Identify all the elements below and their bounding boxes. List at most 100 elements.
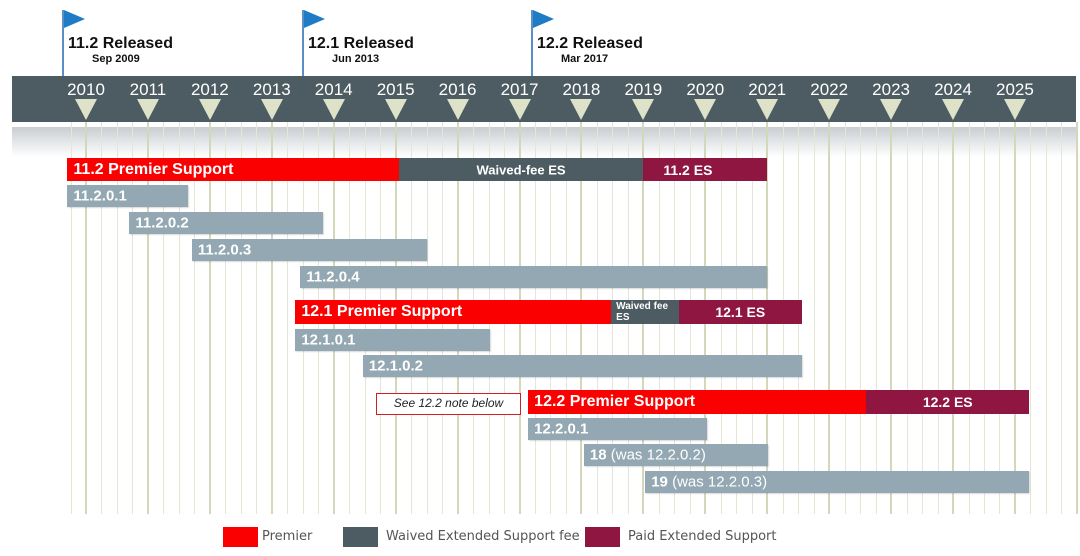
year-tick-label: 2014 <box>314 80 353 99</box>
release-flag-icon <box>64 10 85 28</box>
bar-label: Waived fee ES <box>616 301 678 323</box>
major-grid-line <box>828 122 831 514</box>
tick-marker-triangle-icon <box>322 99 345 120</box>
year-tick-label: 2022 <box>810 80 849 99</box>
bar-patch: 12.1.0.1 <box>295 329 490 351</box>
bar-label-main: 11.2.0.4 <box>306 268 360 286</box>
bar-label: 12.1.0.1 <box>301 332 355 349</box>
legend-label: Premier <box>262 529 313 544</box>
bar-label-sub: (was 12.2.0.3) <box>667 473 768 491</box>
bar-patch: 12.1.0.2 <box>362 355 802 377</box>
bar-label: 12.2 Premier Support <box>534 393 695 411</box>
tick-marker-triangle-icon <box>818 99 841 120</box>
bar-label: 11.2.0.4 <box>306 269 359 286</box>
major-grid-line <box>208 122 211 514</box>
bar-label-main: 11.2 Premier Support <box>73 160 234 178</box>
year-tick-label: 2013 <box>252 80 291 99</box>
minor-grid-line <box>860 122 862 514</box>
bar-label-main: 11.2 ES <box>663 161 713 178</box>
minor-grid-line <box>922 122 924 514</box>
tick-marker-triangle-icon <box>198 99 221 120</box>
bar-label: 12.1 Premier Support <box>301 303 462 321</box>
bar-patch: 11.2.0.2 <box>129 212 324 234</box>
major-grid-line <box>1013 122 1016 514</box>
legend-swatch <box>223 527 258 547</box>
minor-grid-line <box>178 122 180 514</box>
bar-label-main: 11.2.0.2 <box>135 214 189 232</box>
bar-label: 11.2.0.3 <box>198 242 251 259</box>
bar-label-main: 11.2.0.3 <box>197 241 252 259</box>
bar-label: Waived-fee ES <box>399 162 644 177</box>
bar-patch: 19 (was 12.2.0.3) <box>645 471 1030 493</box>
bar-premier: 12.1 Premier Support <box>295 300 612 324</box>
minor-grid-line <box>844 122 846 514</box>
legend-swatch <box>343 527 378 547</box>
year-tick-label: 2023 <box>872 80 910 99</box>
tick-marker-triangle-icon <box>942 99 965 120</box>
minor-grid-line <box>1061 122 1063 514</box>
minor-grid-line <box>240 122 242 514</box>
bar-label-main: 12.2 ES <box>922 394 973 410</box>
bar-paid: 12.1 ES <box>678 300 802 324</box>
year-tick-label: 2010 <box>67 80 105 99</box>
bar-label-main: Waived-fee ES <box>476 162 566 177</box>
major-grid-line <box>1075 122 1078 514</box>
release-title: 12.2 Released <box>537 35 643 52</box>
bar-label-main: 12.1 Premier Support <box>301 303 463 320</box>
release-title: 11.2 Released <box>68 35 173 52</box>
year-tick-label: 2025 <box>996 80 1034 99</box>
legend-swatch <box>585 527 620 547</box>
bar-patch: 11.2.0.1 <box>67 185 189 207</box>
axis-shadow <box>12 127 1076 157</box>
year-tick-label: 2024 <box>934 80 972 99</box>
tick-marker-triangle-icon <box>632 99 655 120</box>
bar-label: 12.2 ES <box>866 394 1029 410</box>
bar-patch: 11.2.0.3 <box>191 239 427 261</box>
year-tick-label: 2017 <box>500 80 539 99</box>
minor-grid-line <box>101 122 103 514</box>
year-tick-label: 2021 <box>748 80 787 99</box>
year-tick-label: 2011 <box>129 80 167 99</box>
bar-label: 12.1 ES <box>679 304 802 320</box>
bar-label-sub: (was 12.2.0.2) <box>606 446 706 464</box>
tick-marker-triangle-icon <box>75 99 97 120</box>
bar-label: 12.1.0.2 <box>369 358 423 375</box>
bar-label-main: 12.2.0.1 <box>534 420 589 438</box>
tick-marker-triangle-icon <box>880 99 903 120</box>
release-date: Sep 2009 <box>92 53 140 65</box>
minor-grid-line <box>287 122 289 514</box>
tick-marker-triangle-icon <box>570 99 593 120</box>
year-tick-label: 2016 <box>438 80 477 99</box>
bar-paid: 11.2 ES <box>643 158 768 181</box>
major-grid-line <box>85 122 87 514</box>
bar-label-main: 12.1 ES <box>715 304 766 320</box>
bar-label: 19 (was 12.2.0.3) <box>651 474 767 491</box>
minor-grid-line <box>1030 122 1032 514</box>
bar-label-main: 19 <box>651 473 668 491</box>
tick-marker-triangle-icon <box>756 99 779 120</box>
minor-grid-line <box>983 122 985 514</box>
major-grid-line <box>952 122 955 514</box>
release-date: Mar 2017 <box>561 53 609 65</box>
year-tick-label: 2020 <box>686 80 725 99</box>
release-flag-icon <box>304 10 325 28</box>
bar-label-main: Waived fee ES <box>616 301 669 323</box>
bar-premier: 11.2 Premier Support <box>67 158 399 181</box>
tick-marker-triangle-icon <box>136 99 159 120</box>
release-title: 12.1 Released <box>308 35 414 52</box>
minor-grid-line <box>132 122 134 514</box>
flag-pole <box>62 10 64 76</box>
tick-marker-triangle-icon <box>260 99 283 120</box>
year-tick-label: 2019 <box>624 80 663 99</box>
tick-marker-triangle-icon <box>446 99 469 120</box>
release-flag-icon <box>533 10 554 28</box>
minor-grid-line <box>875 122 877 514</box>
minor-grid-line <box>256 122 258 514</box>
bar-label-main: 12.1.0.2 <box>368 357 424 375</box>
legend-label: Waived Extended Support fee <box>386 529 580 544</box>
bar-patch: 11.2.0.4 <box>300 266 768 288</box>
bar-label: 18 (was 12.2.0.2) <box>590 447 706 464</box>
minor-grid-line <box>116 122 118 514</box>
tick-marker-triangle-icon <box>1003 99 1026 120</box>
